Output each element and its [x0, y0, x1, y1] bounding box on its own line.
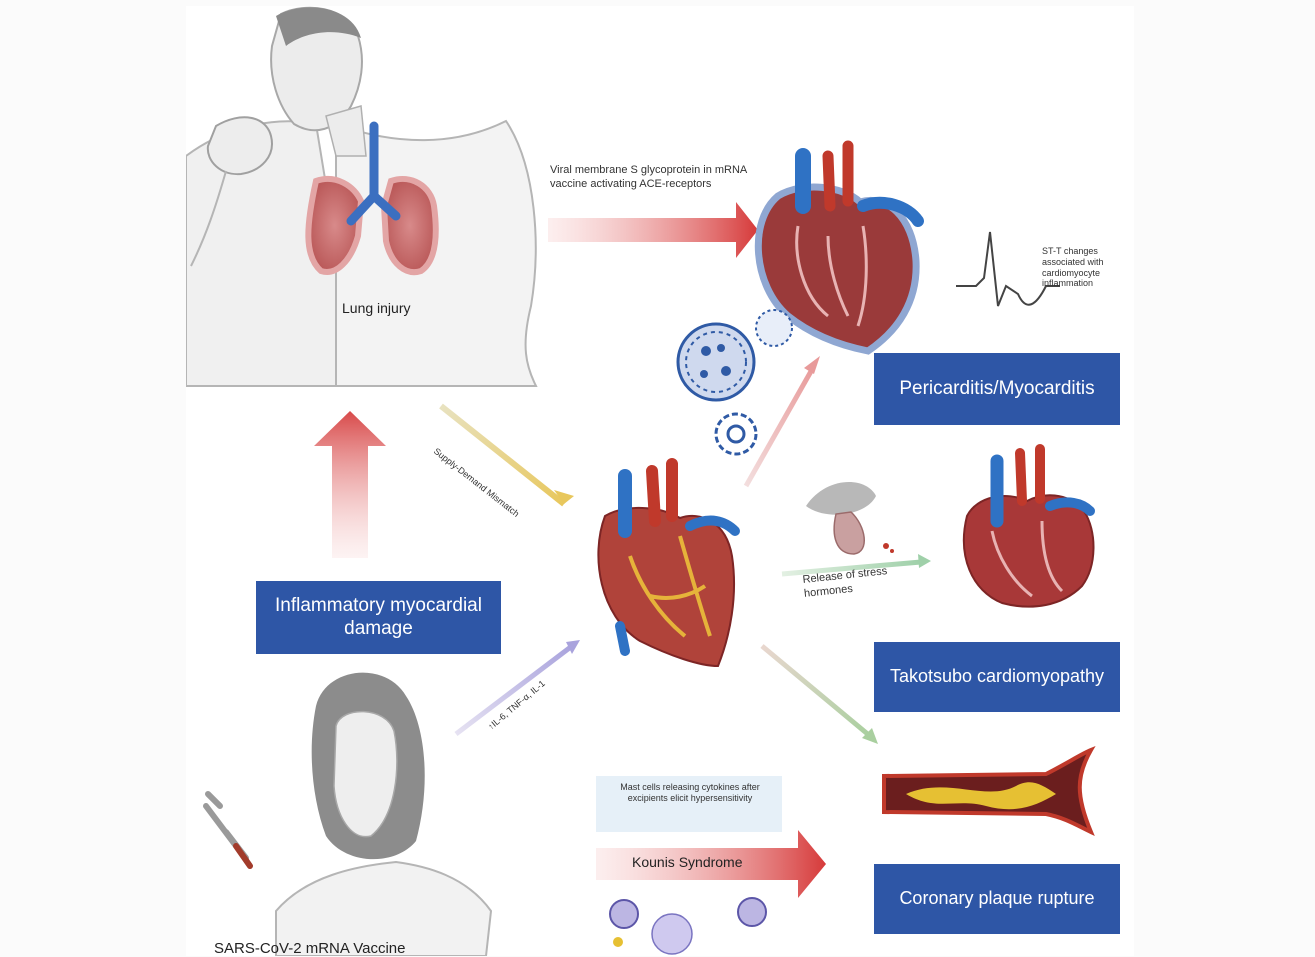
- st-t-label: ST-T changes associated with cardiomyocy…: [1042, 246, 1134, 289]
- mast-cells-label: Mast cells releasing cytokines after exc…: [600, 782, 780, 804]
- lung-injury-label: Lung injury: [342, 300, 411, 316]
- plaque-arrow: [762, 646, 870, 736]
- kounis-label: Kounis Syndrome: [632, 854, 743, 870]
- vaccine-label: SARS-CoV-2 mRNA Vaccine: [214, 940, 405, 957]
- inflammatory-box: Inflammatory myocardial damage: [256, 581, 501, 654]
- supply-demand-arrow: [441, 406, 564, 504]
- coronary-vessel: [884, 750, 1091, 832]
- cytokine-arrow: [456, 646, 572, 734]
- man-illustration: [186, 7, 536, 386]
- plaque-box: Coronary plaque rupture: [874, 864, 1120, 934]
- mast-cell-illustrations: [610, 898, 766, 954]
- diagram-artwork: [186, 6, 1134, 956]
- heart-takotsubo: [964, 449, 1094, 607]
- takotsubo-box: Takotsubo cardiomyopathy: [874, 642, 1120, 712]
- pericarditis-box: Pericarditis/Myocarditis: [874, 353, 1120, 425]
- pink-arrow: [746, 366, 814, 486]
- upward-arrow: [314, 411, 386, 558]
- woman-illustration: [206, 673, 491, 956]
- diagram-canvas: Lung injury Viral membrane S glycoprotei…: [186, 6, 1134, 956]
- viral-mechanism-label: Viral membrane S glycoprotein in mRNA va…: [550, 164, 760, 192]
- viral-arrow: [548, 202, 758, 258]
- adrenal-gland: [806, 482, 894, 554]
- heart-center: [598, 464, 735, 666]
